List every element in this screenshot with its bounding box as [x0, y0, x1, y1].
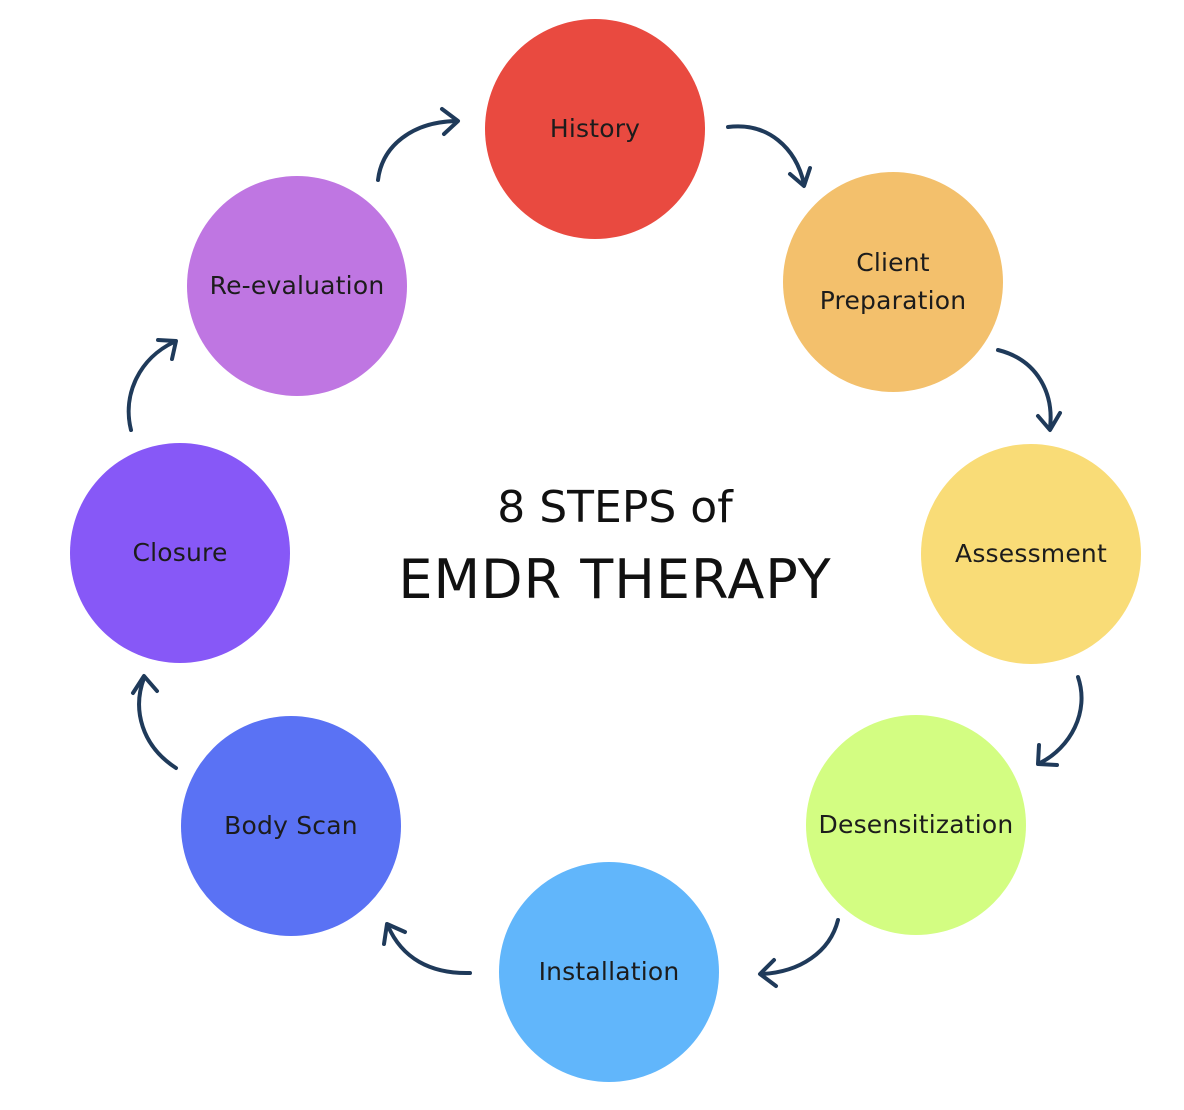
- step-label-re-evaluation: Re-evaluation: [209, 271, 385, 300]
- step-label-installation: Installation: [538, 957, 680, 986]
- arrow-client-preparation-to-assessment: [996, 348, 1062, 432]
- diagram-title: 8 STEPS of EMDR THERAPY: [330, 476, 900, 620]
- arrow-desensitization-to-installation: [758, 918, 840, 988]
- step-label-desensitization: Desensitization: [818, 810, 1014, 839]
- step-label-client-preparation: Client Preparation: [819, 248, 967, 315]
- step-label-closure: Closure: [132, 538, 228, 567]
- title-line-steps: 8 STEPS of: [497, 482, 733, 533]
- step-client-preparation: Client Preparation: [783, 172, 1003, 392]
- arrow-re-evaluation-to-history: [376, 107, 460, 182]
- arrow-closure-to-re-evaluation: [126, 338, 178, 432]
- arrow-history-to-client-preparation: [726, 124, 812, 188]
- step-label-history: History: [549, 114, 641, 143]
- step-closure: Closure: [70, 443, 290, 663]
- step-history: History: [485, 19, 705, 239]
- arrow-installation-to-body-scan: [382, 922, 472, 976]
- step-assessment: Assessment: [921, 444, 1141, 664]
- arrow-body-scan-to-closure: [131, 674, 178, 770]
- step-installation: Installation: [499, 862, 719, 1082]
- title-line-emdr-therapy: EMDR THERAPY: [398, 548, 832, 611]
- step-re-evaluation: Re-evaluation: [187, 176, 407, 396]
- step-label-body-scan: Body Scan: [224, 811, 358, 840]
- step-body-scan: Body Scan: [181, 716, 401, 936]
- step-desensitization: Desensitization: [806, 715, 1026, 935]
- step-label-assessment: Assessment: [955, 539, 1107, 568]
- arrow-assessment-to-desensitization: [1036, 675, 1084, 767]
